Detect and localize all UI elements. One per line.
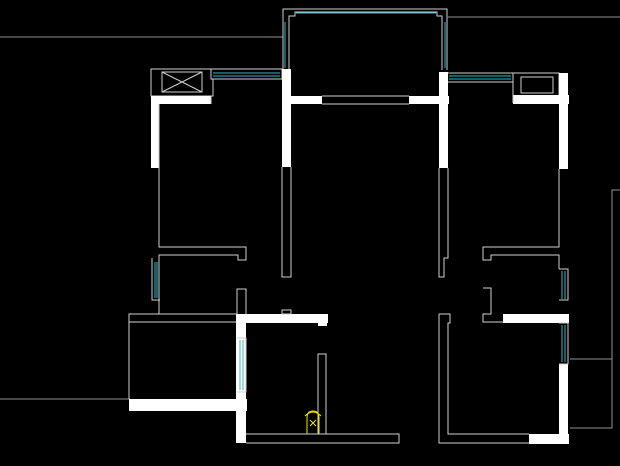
partition-left — [128, 104, 247, 399]
wall-center-left — [236, 314, 246, 443]
fixture-arc — [304, 411, 322, 417]
partition-bottom-center-stub — [317, 353, 327, 434]
partition-right — [482, 169, 560, 269]
partition-left-lower — [159, 288, 247, 315]
partition-central-right — [438, 168, 449, 278]
wall-beam-b — [409, 96, 449, 104]
partition-central-left — [281, 167, 292, 278]
wall-center-stub — [318, 314, 327, 326]
structural-walls — [129, 69, 569, 444]
sanitary-fixture-icon — [304, 410, 322, 434]
window-right-frame — [559, 268, 569, 301]
fixture-stroke-b — [309, 419, 317, 427]
wall-beam-a — [282, 96, 322, 104]
bay-outer-outline — [282, 8, 448, 70]
wall-bottom-right — [529, 434, 569, 444]
fixture-body — [306, 410, 320, 434]
wall-tl-left — [151, 96, 159, 168]
shaft-right — [512, 72, 560, 97]
partition-right-lower — [482, 287, 503, 323]
wall-tr-right — [559, 73, 568, 169]
wall-bottom-left — [129, 399, 247, 411]
x-box-icon-stroke — [161, 71, 203, 93]
site-reference-lines — [0, 16, 620, 429]
interior-partitions — [128, 80, 569, 444]
wall-center-top — [236, 314, 328, 323]
wall-right-low — [559, 364, 568, 444]
window-center-frame — [237, 337, 247, 393]
adjacent-building-outline — [570, 189, 620, 429]
wall-column-a — [282, 69, 291, 167]
wall-column-b — [439, 72, 448, 168]
shaft-right-inner — [520, 76, 554, 94]
wall-right-mid — [503, 314, 569, 323]
shaft-left — [150, 68, 214, 97]
partition-bottom-center — [246, 433, 400, 444]
window-top-left — [210, 68, 283, 80]
small-pier — [281, 309, 292, 315]
wall-tl-top — [151, 96, 211, 104]
wall-tr-top — [513, 95, 569, 104]
window-top-right — [446, 72, 514, 83]
partition-bottom-right — [439, 313, 529, 435]
partition-left-window-frame — [151, 258, 160, 301]
partition-bottom-right-outer — [438, 314, 529, 444]
bay-inner-outline — [288, 11, 443, 70]
window-right-low-frame — [559, 322, 569, 365]
top-bay-window — [282, 8, 448, 70]
